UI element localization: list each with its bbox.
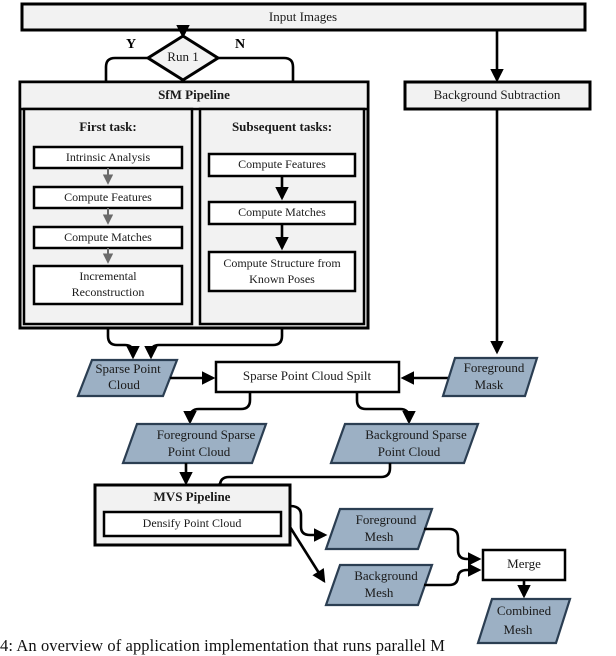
figure-caption: 4: An overview of application implementa… bbox=[0, 636, 446, 655]
node-merge: Merge bbox=[481, 548, 567, 582]
edge-yes-branch bbox=[99, 56, 148, 111]
decision-label: Run 1 bbox=[167, 49, 198, 64]
combined-mesh-line2: Mesh bbox=[504, 622, 533, 637]
node-foreground-mask: Foreground Mask bbox=[441, 356, 539, 398]
group-mvs-pipeline: MVS Pipeline Densify Point Cloud bbox=[93, 483, 292, 547]
bg-sparse-pc-line1: Background Sparse bbox=[365, 427, 467, 442]
compute-matches-first-label: Compute Matches bbox=[64, 230, 152, 244]
background-mesh-line1: Background bbox=[354, 568, 418, 583]
edge-split-to-bg-sparse-pc bbox=[355, 392, 416, 425]
edge-no-branch bbox=[218, 56, 300, 111]
edge-firsttask-to-sparse-pc bbox=[106, 328, 140, 360]
merge-label: Merge bbox=[507, 556, 541, 571]
input-images-label: Input Images bbox=[269, 9, 337, 24]
foreground-mesh-line2: Mesh bbox=[365, 529, 394, 544]
foreground-mesh-line1: Foreground bbox=[356, 512, 417, 527]
densify-point-cloud-label: Densify Point Cloud bbox=[143, 516, 242, 530]
combined-mesh-line1: Combined bbox=[497, 603, 552, 618]
foreground-mask-line1: Foreground bbox=[464, 360, 525, 375]
subsequent-tasks-label: Subsequent tasks: bbox=[232, 119, 332, 134]
node-intrinsic-analysis: Intrinsic Analysis bbox=[32, 145, 184, 170]
compute-matches-subsequent-label: Compute Matches bbox=[238, 205, 326, 219]
sparse-point-cloud-line1: Sparse Point bbox=[95, 361, 161, 376]
fg-sparse-pc-line2: Point Cloud bbox=[168, 444, 231, 459]
compute-features-first-label: Compute Features bbox=[64, 190, 152, 204]
node-incremental-reconstruction: Incremental Reconstruction bbox=[32, 264, 184, 306]
node-compute-structure-known-poses: Compute Structure from Known Poses bbox=[207, 250, 357, 293]
fg-sparse-pc-line1: Foreground Sparse bbox=[157, 427, 256, 442]
edge-bg-mesh-to-merge bbox=[424, 563, 482, 587]
node-background-sparse-point-cloud: Background Sparse Point Cloud bbox=[329, 422, 480, 465]
node-run1-decision: Run 1 bbox=[145, 34, 221, 82]
node-foreground-sparse-point-cloud: Foreground Sparse Point Cloud bbox=[121, 422, 268, 465]
node-background-mesh: Background Mesh bbox=[324, 563, 434, 607]
node-compute-features-subsequent: Compute Features bbox=[207, 152, 357, 178]
edge-bg-sparse-to-mvs bbox=[213, 463, 392, 495]
decision-no-label: N bbox=[235, 37, 245, 52]
edge-mvs-to-background-mesh bbox=[288, 526, 326, 584]
mvs-pipeline-label: MVS Pipeline bbox=[154, 489, 231, 504]
node-sparse-point-cloud: Sparse Point Cloud bbox=[76, 358, 179, 398]
incremental-reconstruction-line2: Reconstruction bbox=[72, 285, 145, 299]
node-sparse-point-cloud-split: Sparse Point Cloud Spilt bbox=[214, 360, 401, 394]
bg-sparse-pc-line2: Point Cloud bbox=[378, 444, 441, 459]
edge-mvs-to-foreground-mesh bbox=[289, 504, 328, 542]
node-foreground-mesh: Foreground Mesh bbox=[324, 507, 434, 551]
node-background-subtraction: Background Subtraction bbox=[403, 80, 592, 111]
node-input-images: Input Images bbox=[20, 2, 587, 32]
background-mesh-line2: Mesh bbox=[365, 585, 394, 600]
node-compute-matches-subsequent: Compute Matches bbox=[207, 200, 357, 226]
intrinsic-analysis-label: Intrinsic Analysis bbox=[66, 150, 151, 164]
foreground-mask-line2: Mask bbox=[475, 377, 504, 392]
compute-structure-line1: Compute Structure from bbox=[223, 256, 341, 270]
edge-fg-mesh-to-merge bbox=[424, 527, 482, 566]
sparse-point-cloud-line2: Cloud bbox=[108, 377, 140, 392]
node-combined-mesh: Combined Mesh bbox=[476, 597, 572, 645]
background-subtraction-label: Background Subtraction bbox=[434, 87, 561, 102]
sfm-pipeline-label: SfM Pipeline bbox=[158, 87, 230, 102]
node-compute-matches-first: Compute Matches bbox=[32, 225, 184, 250]
compute-structure-line2: Known Poses bbox=[249, 272, 315, 286]
edge-split-to-fg-sparse-pc bbox=[183, 392, 252, 425]
edge-subsequent-to-sparse-pc bbox=[144, 328, 284, 360]
incremental-reconstruction-line1: Incremental bbox=[79, 269, 137, 283]
node-compute-features-first: Compute Features bbox=[32, 185, 184, 210]
compute-features-subsequent-label: Compute Features bbox=[238, 157, 326, 171]
sparse-point-cloud-split-label: Sparse Point Cloud Spilt bbox=[243, 368, 372, 383]
decision-yes-label: Y bbox=[126, 37, 136, 52]
first-task-label: First task: bbox=[79, 119, 136, 134]
